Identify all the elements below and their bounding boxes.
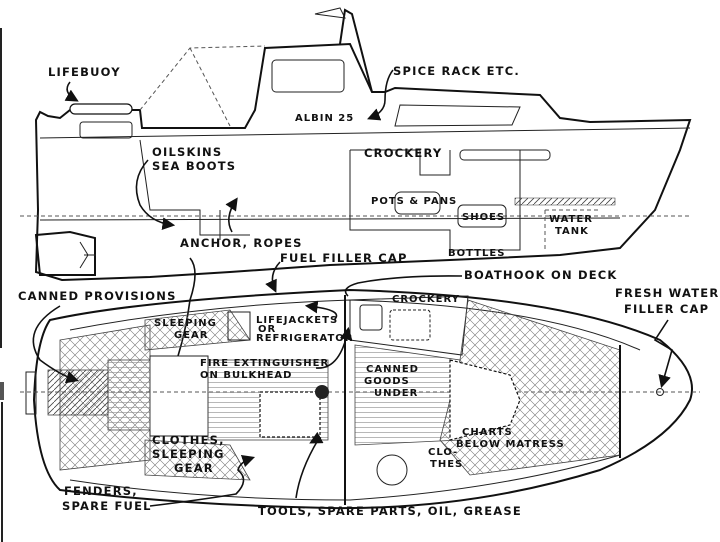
arrow-lifebuoy bbox=[64, 81, 79, 102]
profile-view: ALBIN 25 bbox=[20, 7, 692, 282]
label-fresh-water: FRESH WATER bbox=[615, 286, 719, 300]
propeller bbox=[79, 241, 96, 269]
label-boathook: BOATHOOK ON DECK bbox=[464, 268, 618, 282]
arrow-fenders bbox=[149, 454, 256, 507]
lifebuoy-shape bbox=[69, 103, 133, 115]
label-charts: CHARTS bbox=[462, 427, 513, 438]
arrow-fresh-water bbox=[653, 319, 673, 389]
label-fenders: FENDERS, bbox=[64, 484, 138, 498]
label-thes: THES bbox=[430, 459, 463, 470]
label-sleeping-gear: SLEEPING bbox=[152, 447, 225, 461]
label-refrigerator: REFRIGERATOR bbox=[256, 333, 354, 344]
label-canned: CANNED bbox=[366, 364, 419, 375]
fresh-water-cap-symbol bbox=[656, 388, 664, 396]
plan-view bbox=[20, 288, 700, 510]
label-crockery-plan: CROCKERY bbox=[392, 294, 460, 305]
label-on-bulkhead: ON BULKHEAD bbox=[200, 370, 292, 381]
arrow-spice-rack bbox=[367, 69, 394, 121]
label-lifejackets: LIFEJACKETS bbox=[256, 315, 338, 326]
label-sleeping: SLEEPING bbox=[154, 318, 217, 329]
label-oilskins: OILSKINS bbox=[152, 145, 222, 159]
label-anchor-ropes: ANCHOR, ROPES bbox=[180, 236, 303, 250]
label-canned-provisions: CANNED PROVISIONS bbox=[18, 289, 177, 303]
label-tools: TOOLS, SPARE PARTS, OIL, GREASE bbox=[258, 504, 522, 518]
label-sea-boots: SEA BOOTS bbox=[152, 159, 236, 173]
arrow-canned-provisions bbox=[32, 305, 80, 384]
arrow-fire-extinguisher bbox=[315, 326, 353, 369]
label-lifebuoy: LIFEBUOY bbox=[48, 65, 121, 79]
scan-edge-line bbox=[0, 28, 2, 348]
label-or: OR bbox=[258, 324, 276, 335]
label-pots-pans: POTS & PANS bbox=[371, 196, 457, 207]
canned-provisions-locker bbox=[47, 369, 109, 416]
stern-fitting bbox=[25, 371, 37, 415]
label-gear-2: GEAR bbox=[174, 461, 214, 475]
arrow-fuel-filler bbox=[265, 261, 281, 293]
label-spare-fuel: SPARE FUEL bbox=[62, 499, 152, 513]
aft-window bbox=[79, 121, 133, 139]
label-clothes: CLOTHES, bbox=[152, 433, 225, 447]
scan-edge-mark bbox=[0, 382, 4, 400]
cabin-window bbox=[271, 59, 345, 93]
plan-hull-outline bbox=[32, 288, 693, 510]
boat-name: ALBIN 25 bbox=[295, 113, 354, 124]
label-goods: GOODS bbox=[364, 376, 410, 387]
label-shoes: SHOES bbox=[462, 212, 505, 223]
head-toilet bbox=[376, 454, 408, 486]
canopy-outline bbox=[139, 45, 266, 111]
shoes-locker bbox=[457, 204, 507, 228]
forward-window bbox=[394, 104, 521, 127]
label-water: WATER bbox=[549, 214, 593, 225]
masthead bbox=[339, 8, 373, 93]
sleeping-gear-locker bbox=[227, 311, 251, 341]
scan-edge-line-lower bbox=[1, 402, 3, 542]
label-crockery-profile: CROCKERY bbox=[364, 146, 442, 160]
label-below-matress: BELOW MATRESS bbox=[456, 439, 565, 450]
label-gear: GEAR bbox=[174, 330, 208, 341]
label-fuel-filler-cap: FUEL FILLER CAP bbox=[280, 251, 408, 265]
rudder bbox=[34, 230, 96, 276]
fire-extinguisher-symbol bbox=[315, 385, 329, 399]
arrow-tools bbox=[295, 431, 324, 499]
label-bottles: BOTTLES bbox=[448, 248, 505, 259]
pots-pans-locker bbox=[394, 191, 441, 215]
label-under: UNDER bbox=[374, 388, 418, 399]
arrow-lifejackets bbox=[304, 300, 338, 321]
label-fire-extinguisher: FIRE EXTINGUISHER bbox=[200, 358, 329, 369]
profile-hull bbox=[34, 42, 692, 282]
label-spice-rack: SPICE RACK ETC. bbox=[393, 64, 520, 78]
label-clo: CLO- bbox=[428, 447, 458, 458]
label-filler-cap: FILLER CAP bbox=[624, 302, 709, 316]
label-tank: TANK bbox=[555, 226, 589, 237]
arrow-oilskins bbox=[135, 159, 176, 231]
arrow-boathook bbox=[344, 275, 463, 297]
arrow-anchor bbox=[225, 197, 238, 233]
